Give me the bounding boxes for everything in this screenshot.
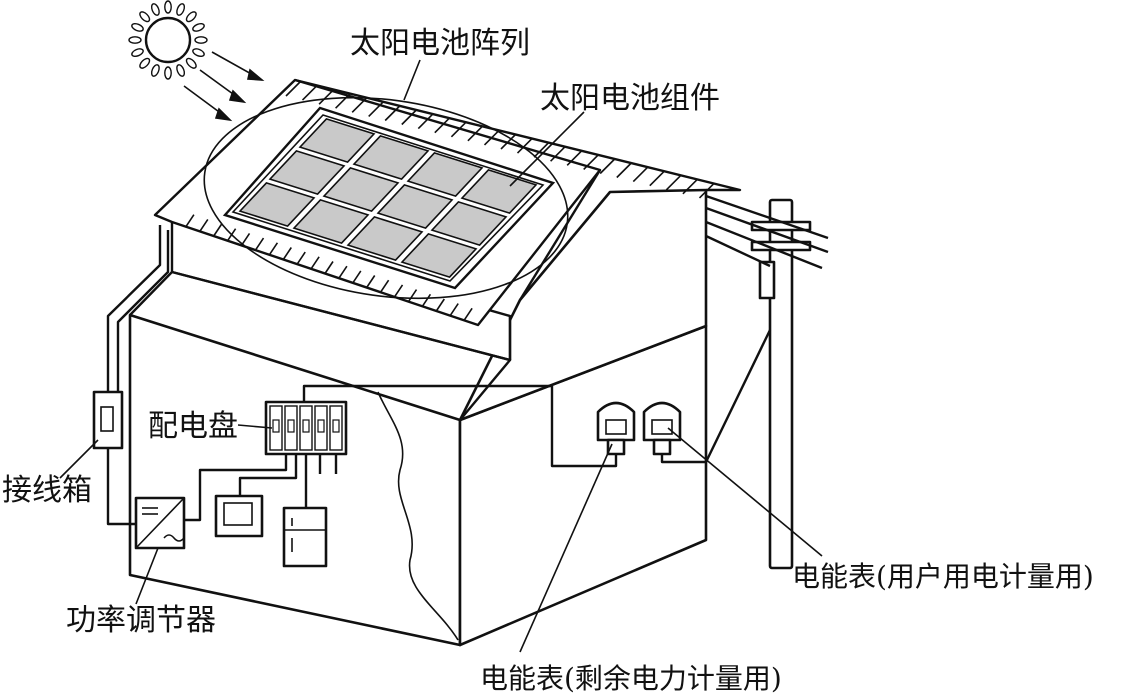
house bbox=[128, 78, 742, 647]
solar-module-cell bbox=[460, 168, 538, 215]
sunlight-arrows bbox=[183, 51, 265, 122]
energy-meter-surplus bbox=[596, 401, 636, 456]
solar-module-cell bbox=[352, 134, 430, 181]
label-junction-box: 接线箱 bbox=[2, 473, 92, 508]
solar-module-cell bbox=[376, 183, 454, 230]
utility-pole bbox=[704, 194, 829, 570]
solar-module-cell bbox=[298, 117, 376, 164]
solar-module-cell bbox=[400, 232, 478, 279]
junction-box bbox=[92, 390, 124, 450]
label-solar-array: 太阳电池阵列 bbox=[350, 26, 530, 61]
solar-module-cell bbox=[346, 215, 424, 262]
power-conditioner bbox=[134, 496, 186, 550]
solar-module-cell bbox=[322, 166, 400, 213]
solar-array bbox=[222, 106, 556, 290]
refrigerator-icon bbox=[282, 506, 328, 568]
solar-module-cell bbox=[406, 151, 484, 198]
label-power-conditioner: 功率调节器 bbox=[66, 603, 216, 638]
solar-array-outline bbox=[203, 96, 569, 300]
solar-module-cell bbox=[268, 149, 346, 196]
label-solar-module: 太阳电池组件 bbox=[540, 81, 720, 116]
solar-module-cell bbox=[238, 181, 316, 228]
computer-icon bbox=[214, 494, 264, 538]
solar-module-cell bbox=[430, 200, 508, 247]
label-meter-user: 电能表(用户用电计量用) bbox=[792, 560, 1094, 593]
solar-module-cell bbox=[292, 198, 370, 245]
wiring bbox=[106, 225, 706, 526]
house-front-wall bbox=[128, 313, 462, 647]
sun-icon bbox=[128, 0, 208, 80]
leader-lines bbox=[59, 59, 823, 653]
label-meter-surplus: 电能表(剩余电力计量用) bbox=[480, 662, 782, 695]
label-distribution-panel: 配电盘 bbox=[148, 409, 238, 444]
distribution-panel bbox=[264, 400, 348, 456]
